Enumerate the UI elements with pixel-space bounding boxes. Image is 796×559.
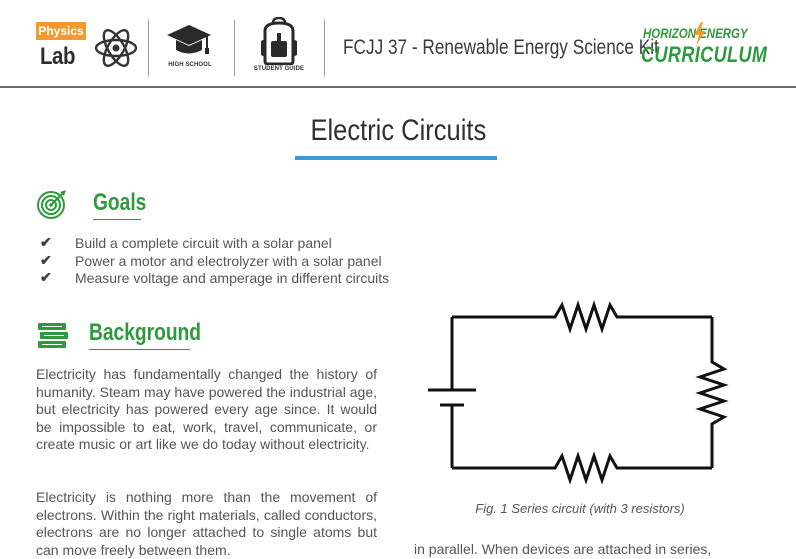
- check-icon: ✔: [40, 234, 52, 250]
- header-divider: [234, 20, 235, 76]
- atom-icon: [94, 29, 138, 67]
- page-title-text: Electric Circuits: [310, 114, 486, 147]
- goal-text: Power a motor and electrolyzer with a so…: [75, 252, 382, 269]
- check-icon: ✔: [40, 252, 52, 268]
- battery-symbol: [428, 388, 476, 407]
- goal-text: Build a complete circuit with a solar pa…: [75, 234, 332, 251]
- page-title: Electric Circuits: [0, 114, 796, 148]
- background-underline: [89, 349, 190, 350]
- check-icon: ✔: [40, 269, 52, 285]
- lightning-icon: [694, 22, 705, 46]
- header-divider: [148, 20, 149, 76]
- goals-underline: [93, 219, 141, 220]
- high-school-caption: HIGH SCHOOL: [168, 62, 212, 68]
- backpack-icon: [261, 17, 297, 65]
- goal-item: ✔ Measure voltage and amperage in differ…: [40, 269, 389, 286]
- graduation-cap-icon: [167, 25, 211, 54]
- series-circuit-diagram: [428, 300, 729, 485]
- books-icon: [38, 323, 68, 348]
- title-underline: [295, 156, 497, 160]
- header-rule: [0, 86, 796, 88]
- right-resistor: [695, 317, 729, 468]
- kit-title: FCJJ 37 - Renewable Energy Science Kit: [343, 36, 659, 59]
- background-heading: Background: [89, 319, 202, 346]
- top-resistor: [452, 300, 712, 334]
- physics-badge: Physics: [36, 22, 86, 40]
- goal-text: Measure voltage and amperage in differen…: [75, 269, 390, 286]
- background-paragraph: Electricity is nothing more than the mov…: [36, 489, 377, 558]
- student-guide-caption: STUDENT GUIDE: [253, 66, 305, 72]
- goal-item: ✔ Power a motor and electrolyzer with a …: [40, 252, 382, 269]
- target-icon: [37, 190, 66, 219]
- brand-line-2: CURRICULUM: [641, 42, 768, 67]
- figure-caption: Fig. 1 Series circuit (with 3 resistors): [475, 501, 685, 516]
- background-paragraph: Electricity has fundamentally changed th…: [36, 366, 377, 452]
- header-divider: [324, 20, 325, 76]
- bottom-resistor: [452, 451, 712, 485]
- goal-item: ✔ Build a complete circuit with a solar …: [40, 234, 332, 251]
- lab-label: Lab: [40, 43, 75, 70]
- right-column-text: in parallel. When devices are attached i…: [414, 541, 712, 557]
- page-header: Physics Lab HIGH SCHOOL STUDENT GUIDE FC…: [0, 0, 796, 88]
- goals-heading: Goals: [93, 189, 147, 216]
